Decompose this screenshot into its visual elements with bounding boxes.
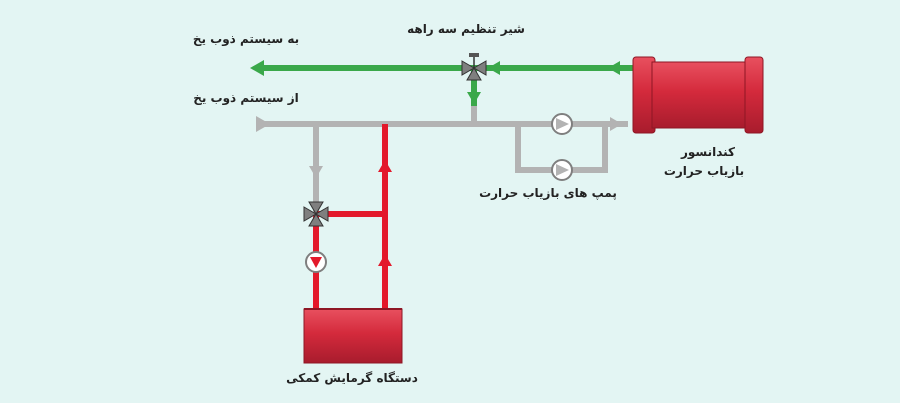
label-from-ice-melt: از سیستم ذوب یخ	[193, 91, 299, 106]
circulation-pump-icon	[551, 113, 573, 135]
heat-recovery-condenser	[632, 56, 764, 134]
arrow-down-icon	[309, 166, 323, 178]
three-way-valve-icon	[461, 53, 487, 81]
arrow-left-icon	[608, 61, 620, 75]
circulation-pump-icon	[551, 159, 573, 181]
arrow-right-icon	[610, 117, 622, 131]
arrow-right-icon	[256, 116, 270, 132]
label-to-ice-melt: به سیستم ذوب یخ	[193, 32, 299, 47]
auxiliary-heater-tank	[303, 308, 403, 364]
label-three-way-valve: شیر تنظیم سه راهه	[407, 22, 525, 36]
green-supply-line	[250, 60, 640, 106]
arrow-left-icon	[488, 61, 500, 75]
arrow-up-icon	[378, 254, 392, 266]
three-way-valve-icon	[303, 201, 329, 227]
label-condenser-line2: بازیاب حرارت	[664, 164, 744, 178]
arrow-down-icon	[467, 92, 481, 104]
arrow-left-icon	[250, 60, 264, 76]
label-condenser-line1: کندانسور	[680, 145, 735, 160]
label-aux-heater: دستگاه گرمایش کمکی	[286, 371, 418, 385]
circulation-pump-icon	[305, 251, 327, 273]
label-recovery-pumps: پمپ های بازیاب حرارت	[479, 186, 617, 200]
arrow-up-icon	[378, 160, 392, 172]
